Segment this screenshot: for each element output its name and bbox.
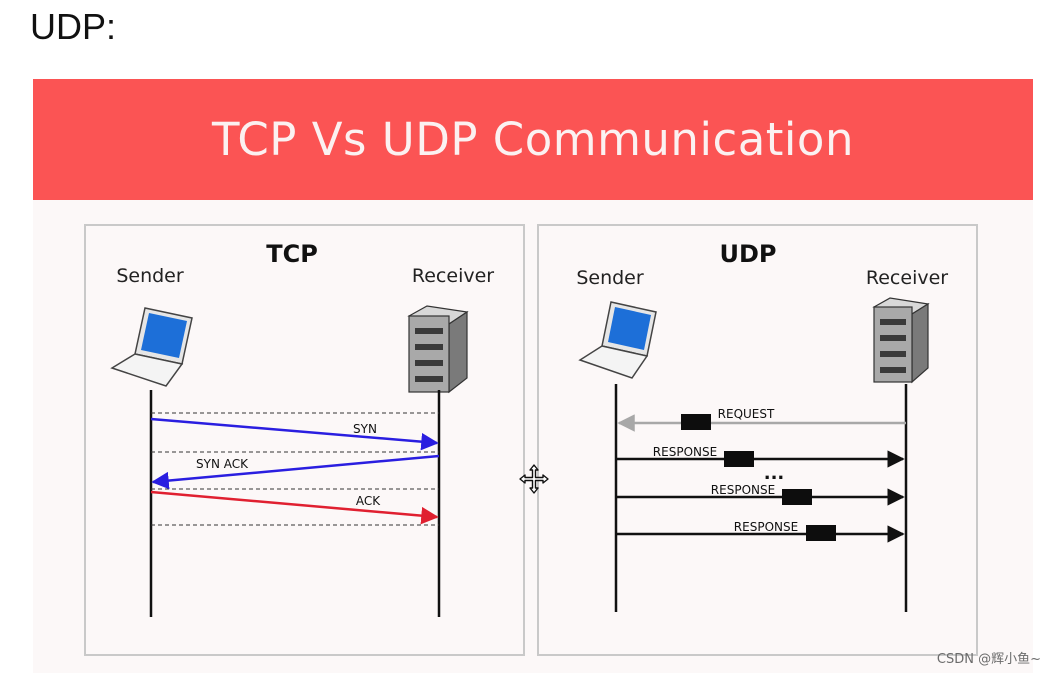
laptop-icon	[578, 301, 657, 379]
syn-ack-arrow	[151, 454, 440, 490]
response-label: RESPONSE	[711, 483, 775, 497]
udp-receiver-label: Receiver	[866, 267, 948, 289]
response-label: RESPONSE	[734, 520, 798, 534]
request-packet	[681, 414, 711, 430]
server-icon	[872, 297, 930, 384]
response-packet	[806, 525, 836, 541]
tcp-heading: TCP	[266, 240, 318, 268]
tcp-sender-label: Sender	[116, 265, 184, 287]
move-cursor-icon	[519, 464, 549, 494]
response-packet	[782, 489, 812, 505]
laptop-icon	[110, 307, 193, 387]
ack-arrow	[150, 490, 439, 525]
syn-arrow	[150, 417, 439, 451]
ellipsis-label: ...	[764, 463, 785, 484]
slide: TCP Vs UDP Communication	[33, 79, 1033, 673]
syn-label: SYN	[353, 422, 377, 436]
watermark: CSDN @辉小鱼~	[936, 652, 1041, 667]
request-label: REQUEST	[718, 407, 775, 421]
syn-ack-label: SYN ACK	[196, 457, 249, 471]
title-banner: TCP Vs UDP Communication	[33, 79, 1033, 200]
udp-sender-label: Sender	[576, 267, 644, 289]
tcp-panel	[84, 224, 525, 656]
banner-title: TCP Vs UDP Communication	[212, 113, 854, 166]
response-packet	[724, 451, 754, 467]
server-icon	[407, 305, 469, 394]
response-label: RESPONSE	[653, 445, 717, 459]
tcp-receiver-label: Receiver	[412, 265, 494, 287]
udp-heading: UDP	[720, 240, 777, 268]
udp-panel	[537, 224, 978, 656]
ack-label: ACK	[356, 494, 381, 508]
page-title: UDP:	[30, 6, 117, 47]
